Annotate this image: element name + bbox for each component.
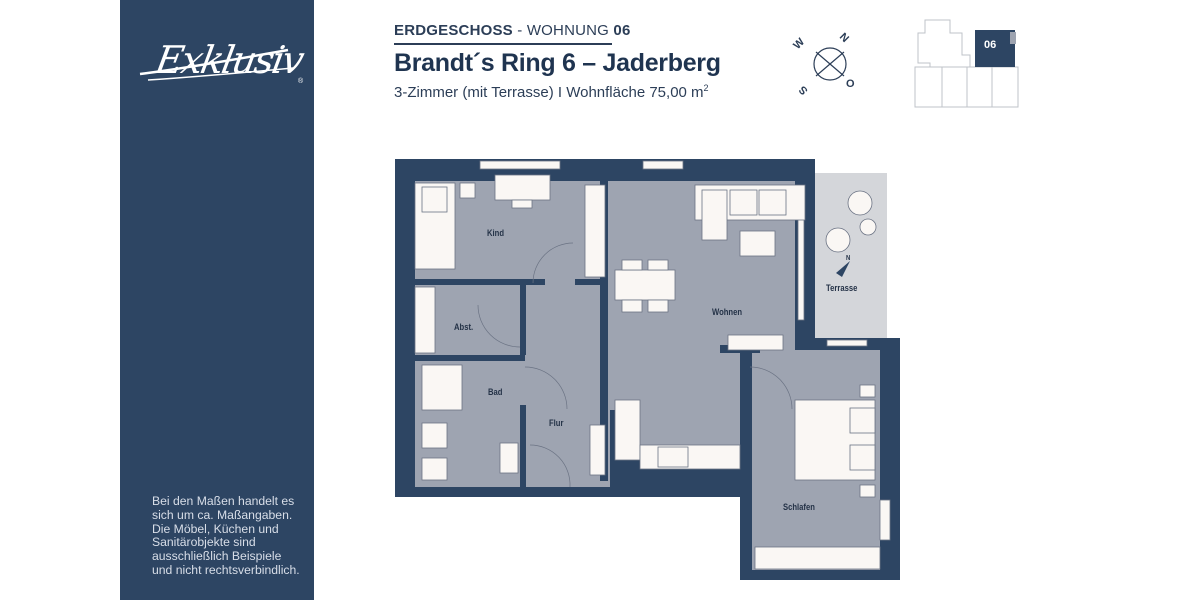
room-label-abst: Abst. bbox=[454, 322, 474, 332]
logo-swash-icon bbox=[139, 48, 294, 81]
floor-unit-line: ERDGESCHOSS - WOHNUNG 06 bbox=[394, 22, 631, 39]
page-title: Brandt´s Ring 6 – Jaderberg bbox=[394, 48, 721, 77]
registered-mark: ® bbox=[298, 78, 304, 85]
header-divider bbox=[394, 43, 612, 45]
floor-plan: Kind Abst. Bad Flur Wohnen Terrasse Schl… bbox=[390, 155, 910, 585]
compass: N O S W bbox=[790, 30, 870, 100]
room-label-kind: Kind bbox=[487, 228, 504, 238]
floor-plan-drawing bbox=[395, 159, 900, 580]
room-label-flur: Flur bbox=[549, 418, 564, 428]
keyplan-outline-icon bbox=[914, 19, 1019, 108]
north-arrow-icon bbox=[836, 261, 850, 277]
sidebar: Exklusiv ® Bei den Maßen handelt es sich… bbox=[120, 0, 314, 600]
room-label-bad: Bad bbox=[488, 387, 503, 397]
room-label-wohnen: Wohnen bbox=[712, 307, 743, 317]
compass-rose-icon bbox=[813, 47, 847, 81]
north-arrow-label: N bbox=[846, 255, 851, 262]
room-label-schlafen: Schlafen bbox=[783, 502, 815, 512]
page-subtitle: 3-Zimmer (mit Terrasse) I Wohnfläche 75,… bbox=[394, 82, 709, 101]
logo-text: Exklusiv bbox=[152, 38, 306, 82]
floor-name: ERDGESCHOSS bbox=[394, 22, 513, 39]
disclaimer-text: Bei den Maßen handelt es sich um ca. Maß… bbox=[152, 494, 300, 577]
compass-o: O bbox=[846, 78, 855, 90]
keyplan-unit-highlight bbox=[975, 30, 1015, 67]
keyplan-unit-label: 06 bbox=[984, 39, 997, 51]
page-header: ERDGESCHOSS - WOHNUNG 06 Brandt´s Ring 6… bbox=[394, 22, 721, 101]
unit-number: 06 bbox=[613, 22, 631, 39]
unit-prefix: WOHNUNG bbox=[526, 22, 614, 39]
building-keyplan: 06 bbox=[910, 15, 1025, 115]
brand-logo: Exklusiv ® bbox=[138, 38, 306, 98]
room-label-terrasse: Terrasse bbox=[826, 283, 858, 293]
